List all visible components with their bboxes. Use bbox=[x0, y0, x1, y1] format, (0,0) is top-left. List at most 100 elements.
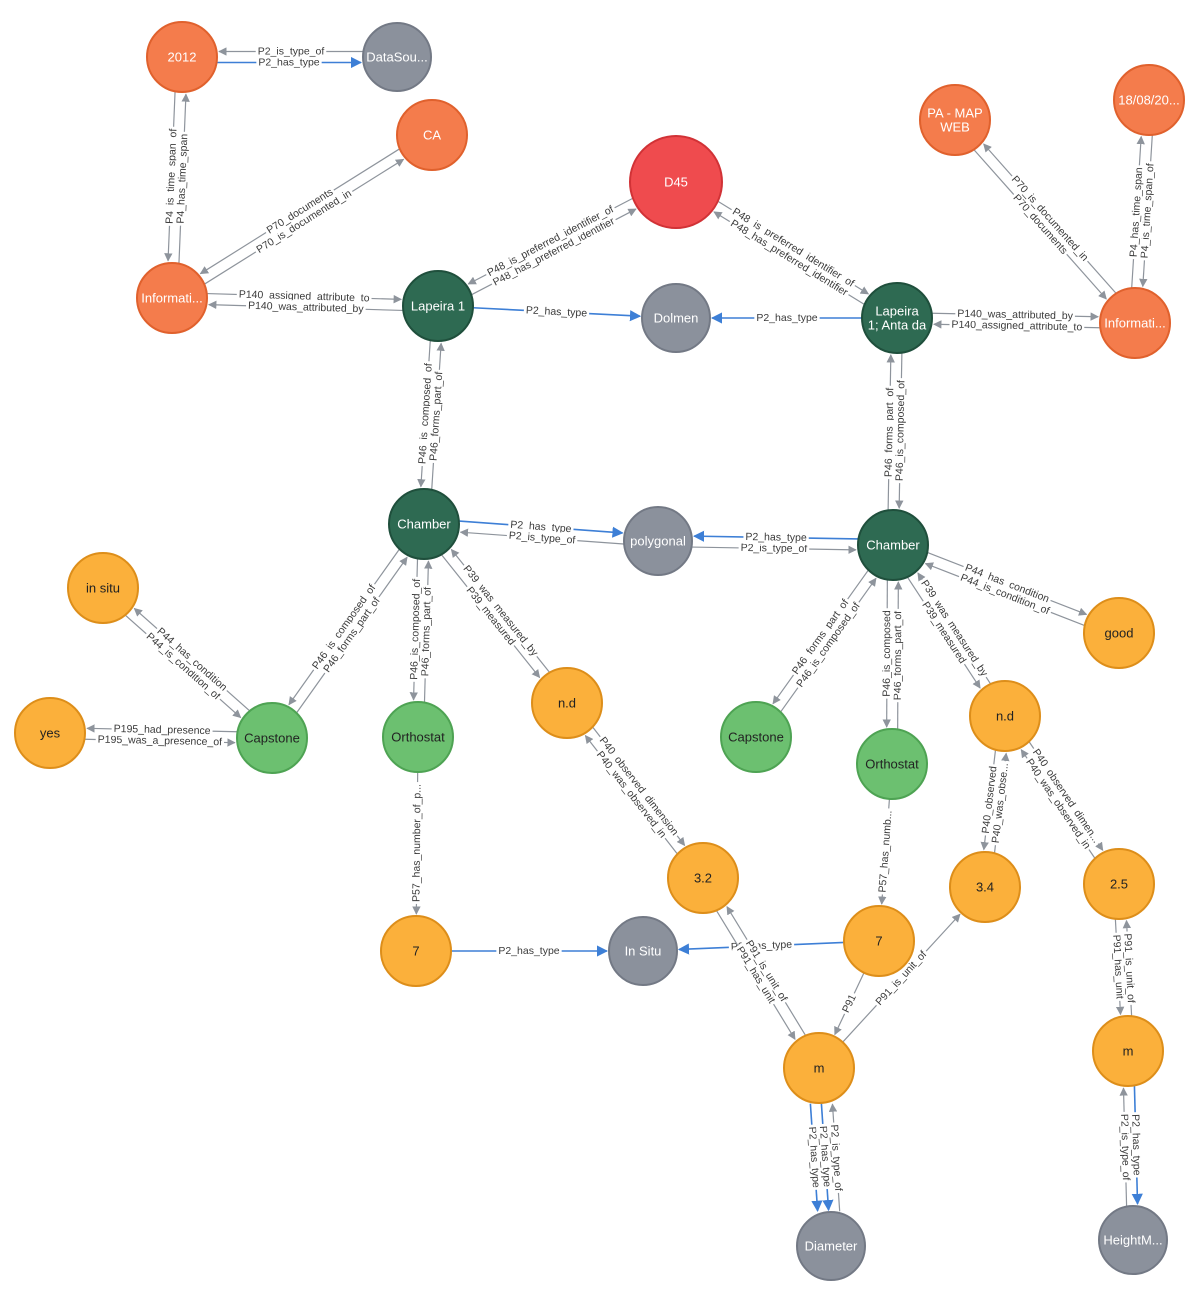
node-nd2[interactable]: n.d bbox=[969, 680, 1041, 752]
node-ca[interactable]: CA bbox=[396, 99, 468, 171]
node-circle[interactable] bbox=[857, 509, 929, 581]
node-circle[interactable] bbox=[720, 701, 792, 773]
node-circle[interactable] bbox=[382, 701, 454, 773]
node-v25[interactable]: 2.5 bbox=[1083, 848, 1155, 920]
edge-poly-ch1[interactable]: P2_is_type_of bbox=[459, 528, 624, 548]
node-seven2[interactable]: 7 bbox=[843, 905, 915, 977]
node-date[interactable]: 18/08/20... bbox=[1113, 64, 1185, 136]
node-circle[interactable] bbox=[843, 905, 915, 977]
node-poly[interactable]: polygonal bbox=[623, 506, 693, 576]
node-seven1[interactable]: 7 bbox=[380, 915, 452, 987]
node-cap2[interactable]: Capstone bbox=[720, 701, 792, 773]
edge-m1-v32[interactable]: P91_is_unit_of bbox=[726, 905, 806, 1036]
edge-nd1-ch1[interactable]: P39_was_measured_by bbox=[450, 548, 550, 673]
node-circle[interactable] bbox=[861, 282, 933, 354]
edge-lap1-info1[interactable]: P140_was_attributed_by bbox=[207, 298, 403, 317]
node-m2[interactable]: m bbox=[1092, 1015, 1164, 1087]
node-circle[interactable] bbox=[1113, 64, 1185, 136]
node-ch2[interactable]: Chamber bbox=[857, 509, 929, 581]
edge-ch2-ort2[interactable]: P46_is_composed bbox=[879, 579, 895, 728]
node-v32[interactable]: 3.2 bbox=[667, 842, 739, 914]
node-circle[interactable] bbox=[396, 99, 468, 171]
edge-ch2-good[interactable]: P44_has_condition bbox=[927, 552, 1088, 616]
edge-ca-info1[interactable]: P70_documents bbox=[199, 148, 400, 275]
edge-m2-v25[interactable]: P91_is_unit_of bbox=[1120, 919, 1139, 1016]
node-circle[interactable] bbox=[783, 1032, 855, 1104]
edge-ch2-lap2[interactable]: P46_forms_part_of bbox=[881, 354, 898, 510]
node-lap1[interactable]: Lapeira 1 bbox=[402, 270, 474, 342]
edge-v25-nd2[interactable]: P40_was_observed_in bbox=[1020, 749, 1096, 859]
node-ort1[interactable]: Orthostat bbox=[382, 701, 454, 773]
node-circle[interactable] bbox=[949, 851, 1021, 923]
edge-nd1-v32[interactable]: P40_observed_dimension bbox=[592, 726, 686, 847]
edge-lap2-d45[interactable]: P48_has_preferred_identifier bbox=[713, 211, 865, 305]
node-d45[interactable]: D45 bbox=[629, 135, 723, 229]
node-v34[interactable]: 3.4 bbox=[949, 851, 1021, 923]
node-cap1[interactable]: Capstone bbox=[236, 702, 308, 774]
node-circle[interactable] bbox=[623, 506, 693, 576]
edge-pamap-info2[interactable]: P70_documents bbox=[973, 149, 1107, 300]
node-dolmen[interactable]: Dolmen bbox=[641, 283, 711, 353]
node-circle[interactable] bbox=[1098, 1205, 1168, 1275]
node-n2012[interactable]: 2012 bbox=[146, 21, 218, 93]
node-ds[interactable]: DataSou... bbox=[362, 22, 432, 92]
edge-ort2-seven2[interactable]: P57_has_numb... bbox=[875, 798, 896, 905]
edge-lap1-dolmen[interactable]: P2_has_type bbox=[472, 303, 642, 322]
node-circle[interactable] bbox=[641, 283, 711, 353]
node-info1[interactable]: Informati... bbox=[136, 262, 208, 334]
node-ort2[interactable]: Orthostat bbox=[856, 728, 928, 800]
node-circle[interactable] bbox=[380, 915, 452, 987]
node-diam[interactable]: Diameter bbox=[796, 1211, 866, 1281]
edge-ch1-ort1[interactable]: P46_is_composed_of bbox=[407, 558, 425, 701]
node-insitu[interactable]: in situ bbox=[67, 552, 139, 624]
edge-ch1-lap1[interactable]: P46_forms_part_of bbox=[426, 342, 447, 490]
node-circle[interactable] bbox=[608, 916, 678, 986]
node-circle[interactable] bbox=[1083, 597, 1155, 669]
node-circle[interactable] bbox=[1092, 1015, 1164, 1087]
node-height[interactable]: HeightM... bbox=[1098, 1205, 1168, 1275]
node-good[interactable]: good bbox=[1083, 597, 1155, 669]
edge-diam-m1[interactable]: P2_is_type_of bbox=[826, 1103, 846, 1212]
node-circle[interactable] bbox=[136, 262, 208, 334]
edge-cap2-ch2[interactable]: P46_is_composed_of bbox=[780, 577, 877, 713]
edge-ds-n2012[interactable]: P2_is_type_of bbox=[218, 44, 363, 59]
node-yes[interactable]: yes bbox=[14, 697, 86, 769]
edge-m2-height[interactable]: P2_has_type bbox=[1128, 1085, 1144, 1205]
node-circle[interactable] bbox=[362, 22, 432, 92]
edge-ch2-poly[interactable]: P2_has_type bbox=[692, 529, 859, 546]
edge-lap2-dolmen[interactable]: P2_has_type bbox=[710, 311, 862, 325]
edge-n2012-ds[interactable]: P2_has_type bbox=[217, 55, 363, 70]
node-circle[interactable] bbox=[629, 135, 723, 229]
node-circle[interactable] bbox=[402, 270, 474, 342]
node-circle[interactable] bbox=[969, 680, 1041, 752]
edge-ort1-seven1[interactable]: P57_has_number_of_p... bbox=[409, 771, 425, 915]
edge-nd2-v34[interactable]: P40_observed bbox=[978, 750, 1001, 851]
edge-d45-lap1[interactable]: P48_is_preferred_identifier_of bbox=[467, 197, 633, 285]
node-circle[interactable] bbox=[388, 488, 460, 560]
edge-ch1-nd1[interactable]: P39_measured bbox=[441, 554, 541, 679]
edge-insitu-cap1[interactable]: P44_is_condition_of bbox=[125, 614, 242, 719]
node-circle[interactable] bbox=[531, 667, 603, 739]
node-ch1[interactable]: Chamber bbox=[388, 488, 460, 560]
edge-ch1-cap1[interactable]: P46_is_composed_of bbox=[288, 549, 400, 706]
node-insitu2[interactable]: In Situ bbox=[608, 916, 678, 986]
edge-seven2-m1[interactable]: P91 bbox=[834, 972, 865, 1036]
edge-ch2-nd2[interactable]: P39_measured bbox=[907, 576, 981, 689]
edge-cap1-ch1[interactable]: P46_forms_part_of bbox=[296, 556, 408, 713]
node-circle[interactable] bbox=[796, 1211, 866, 1281]
node-circle[interactable] bbox=[1099, 287, 1171, 359]
edge-v32-m1[interactable]: P91_has_unit bbox=[716, 910, 796, 1041]
node-circle[interactable] bbox=[1083, 848, 1155, 920]
node-circle[interactable] bbox=[14, 697, 86, 769]
edge-v32-nd1[interactable]: P40_was_observed_in bbox=[584, 734, 678, 855]
edge-info2-date[interactable]: P4_has_time_span bbox=[1126, 135, 1147, 288]
edge-cap1-insitu[interactable]: P44_has_condition bbox=[133, 607, 250, 712]
edge-lap1-d45[interactable]: P48_has_preferred_identifier bbox=[471, 208, 637, 296]
edge-nd2-v25[interactable]: P40_observed_dimen... bbox=[1027, 741, 1105, 851]
edge-seven1-insitu2[interactable]: P2_has_type bbox=[451, 944, 609, 958]
node-circle[interactable] bbox=[236, 702, 308, 774]
node-info2[interactable]: Informati... bbox=[1099, 287, 1171, 359]
edge-cap1-yes[interactable]: P195_had_presence bbox=[86, 721, 238, 739]
